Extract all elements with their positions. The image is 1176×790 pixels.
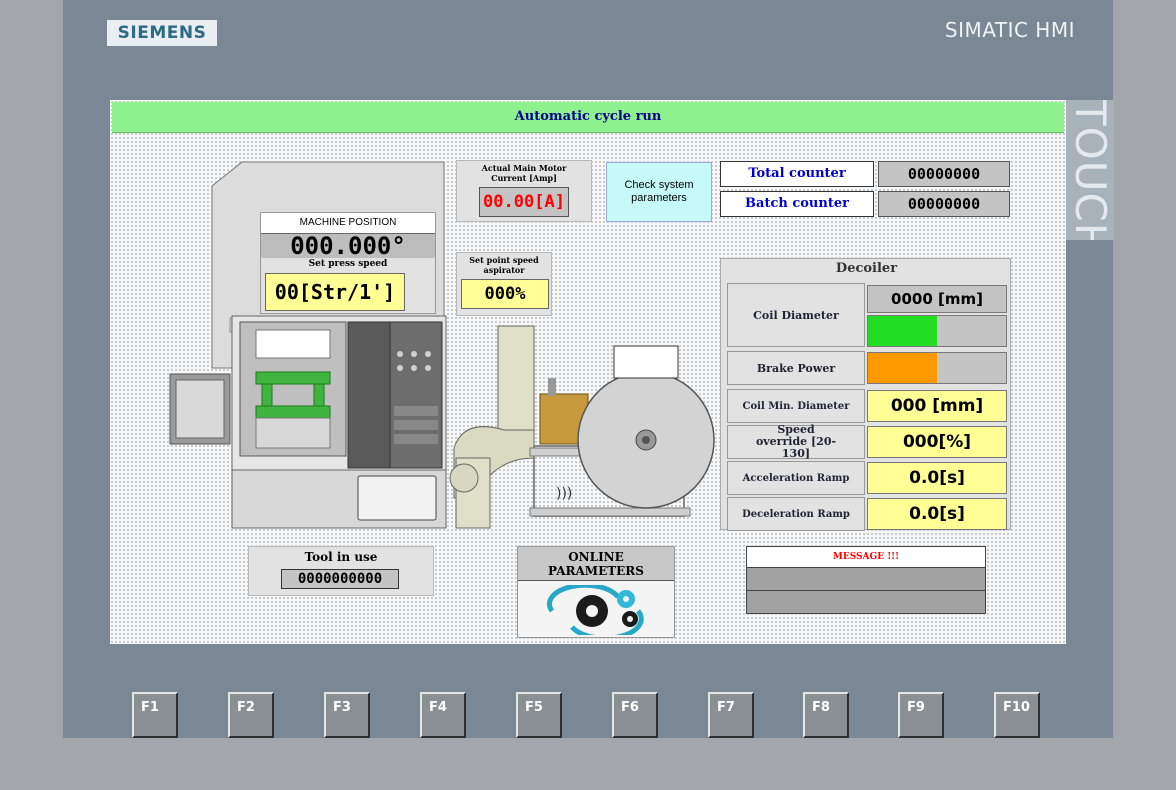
deceleration-ramp-value[interactable]: 0.0[s] (867, 498, 1007, 530)
online-parameters-button[interactable]: ONLINE PARAMETERS (517, 546, 675, 638)
function-key-f5[interactable]: F5 (516, 692, 562, 738)
acceleration-ramp-value[interactable]: 0.0[s] (867, 462, 1007, 494)
machine-position-label: MACHINE POSITION (261, 213, 435, 234)
function-key-f4[interactable]: F4 (420, 692, 466, 738)
touch-label-text: TOUCH (1066, 100, 1114, 240)
coil-diameter-label: Coil Diameter (727, 283, 865, 347)
machine-position-value: 000.000° (261, 234, 435, 258)
message-label: MESSAGE !!! (747, 547, 985, 568)
decoiler-title: Decoiler (835, 261, 898, 276)
coil-diameter-bar-fill (868, 316, 937, 346)
function-key-f2[interactable]: F2 (228, 692, 274, 738)
siemens-logo: SIEMENS (107, 20, 217, 46)
tool-in-use-label: Tool in use (304, 550, 378, 564)
batch-counter-value[interactable]: 00000000 (878, 191, 1010, 217)
coil-min-diameter-label: Coil Min. Diameter (727, 389, 865, 423)
message-line-2 (747, 591, 985, 613)
press-speed-label: Set press speed (308, 259, 388, 269)
total-counter-value: 00000000 (878, 161, 1010, 187)
simatic-hmi-label: SIMATIC HMI (944, 18, 1075, 42)
motor-current-label: Actual Main Motor Current [Amp] (481, 163, 567, 183)
decoiler-panel: Decoiler Coil Diameter 0000 [mm] Brake P… (720, 258, 1011, 531)
brake-power-bar (867, 352, 1007, 384)
speed-override-label: Speed override [20-130] (727, 424, 865, 460)
tool-in-use-panel: Tool in use 0000000000 (248, 546, 434, 596)
motor-current-value: 00.00[A] (479, 187, 569, 217)
function-key-f10[interactable]: F10 (994, 692, 1040, 738)
function-key-f8[interactable]: F8 (803, 692, 849, 738)
message-panel: MESSAGE !!! (746, 546, 986, 614)
message-line-1 (747, 568, 985, 591)
batch-counter-label: Batch counter (720, 191, 874, 217)
acceleration-ramp-label: Acceleration Ramp (727, 461, 865, 495)
coil-min-diameter-value[interactable]: 000 [mm] (867, 390, 1007, 422)
press-speed-value[interactable]: 00[Str/1'] (265, 273, 405, 311)
coil-diameter-bar (867, 315, 1007, 347)
screen-title: Automatic cycle run (112, 102, 1064, 133)
svg-text:))): ))) (556, 486, 572, 502)
function-key-f3[interactable]: F3 (324, 692, 370, 738)
brake-power-bar-fill (868, 353, 937, 383)
function-key-f9[interactable]: F9 (898, 692, 944, 738)
function-key-f6[interactable]: F6 (612, 692, 658, 738)
aspirator-label: Set point speed aspirator (469, 255, 539, 275)
check-system-parameters-button[interactable]: Check system parameters (606, 162, 712, 222)
check-system-parameters-label: Check system parameters (624, 179, 694, 204)
online-parameters-label: ONLINE PARAMETERS (518, 547, 674, 581)
deceleration-ramp-label: Deceleration Ramp (727, 497, 865, 531)
machine-position-panel: MACHINE POSITION 000.000° Set press spee… (260, 212, 436, 314)
brake-power-label: Brake Power (727, 351, 865, 385)
function-key-f7[interactable]: F7 (708, 692, 754, 738)
speed-override-value[interactable]: 000[%] (867, 426, 1007, 458)
coil-diameter-value: 0000 [mm] (867, 285, 1007, 313)
touch-label: TOUCH (1066, 100, 1114, 240)
gears-icon (546, 585, 644, 635)
aspirator-panel: Set point speed aspirator 000% (456, 252, 552, 316)
aspirator-value[interactable]: 000% (461, 279, 549, 309)
hmi-screen: Automatic cycle run (110, 100, 1066, 644)
motor-current-panel: Actual Main Motor Current [Amp] 00.00[A] (456, 160, 592, 222)
tool-in-use-value: 0000000000 (281, 569, 399, 589)
total-counter-label: Total counter (720, 161, 874, 187)
function-key-f1[interactable]: F1 (132, 692, 178, 738)
